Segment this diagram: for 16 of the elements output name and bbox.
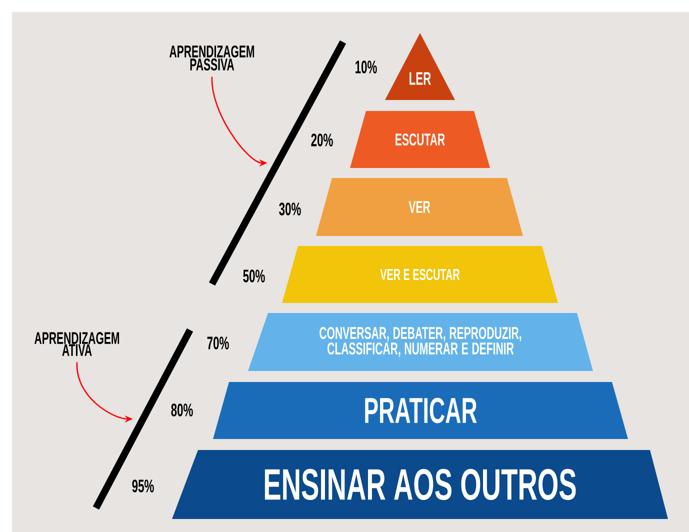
percentage-label: 50% — [243, 270, 265, 282]
percentage-label: 70% — [207, 336, 229, 350]
pyramid-layer: VER — [316, 178, 523, 236]
percentage-label: 95% — [132, 480, 154, 492]
pyramid-layer: VER E ESCUTAR — [282, 246, 558, 303]
pyramid-layer: ENSINAR AOS OUTROS — [172, 450, 668, 519]
pyramid-layer: PRATICAR — [213, 382, 628, 439]
percentage-label: 80% — [171, 404, 193, 416]
category-label: APRENDIZAGEM ATIVA — [34, 332, 120, 356]
pyramid-layer: CONVERSAR, DEBATER, REPRODUZIR, CLASSIFICAR, NUMERAR E DEFINIR — [248, 313, 593, 371]
percentage-label: 20% — [311, 134, 333, 146]
percentage-label: 30% — [279, 202, 301, 216]
category-label: APRENDIZAGEM PASSIVA — [170, 45, 254, 71]
percentage-label: 10% — [356, 60, 377, 74]
pyramid-layer: ESCUTAR — [350, 111, 490, 168]
pyramid-layer: LER — [385, 33, 455, 100]
